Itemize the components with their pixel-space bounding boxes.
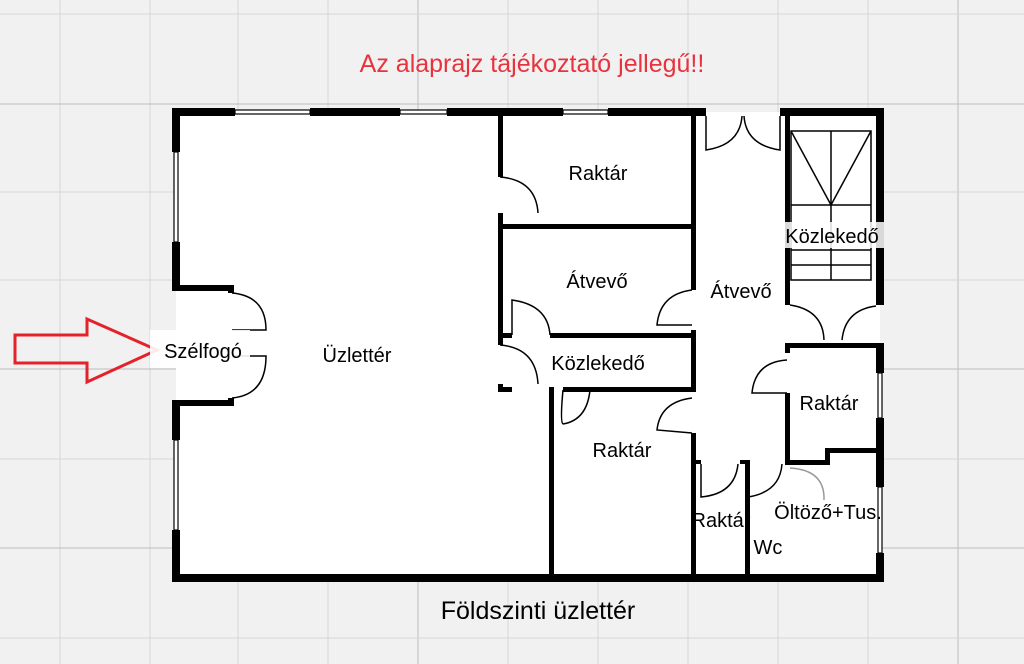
building-floor <box>176 112 880 578</box>
arrow-right-icon <box>13 316 161 385</box>
notice-text: Az alaprajz tájékoztató jellegű!! <box>360 50 705 78</box>
room-label-atvevo-center: Átvevő <box>710 280 771 303</box>
room-label-kozlekedo-stairs: Közlekedő <box>785 226 878 248</box>
stairs <box>790 130 872 281</box>
room-label-wc: Wc <box>754 537 783 559</box>
windows <box>173 109 883 554</box>
room-label-raktar-right: Raktár <box>800 393 859 415</box>
room-label-atvevo-left: Átvevő <box>566 270 627 293</box>
walls <box>172 108 884 582</box>
room-label-kozlekedo-mid: Közlekedő <box>551 353 644 375</box>
room-label-raktar-top: Raktár <box>569 163 628 185</box>
room-label-uzletter: Üzlettér <box>323 345 392 367</box>
room-label-raktar-mid: Raktár <box>593 440 652 462</box>
doors <box>231 115 877 501</box>
room-label-oltozo: Öltöző+Tus. <box>774 502 882 524</box>
room-label-szelfogo: Szélfogó <box>164 341 242 363</box>
caption-text: Földszinti üzlettér <box>441 597 636 625</box>
room-label-raktar-small: Raktár <box>692 510 751 532</box>
